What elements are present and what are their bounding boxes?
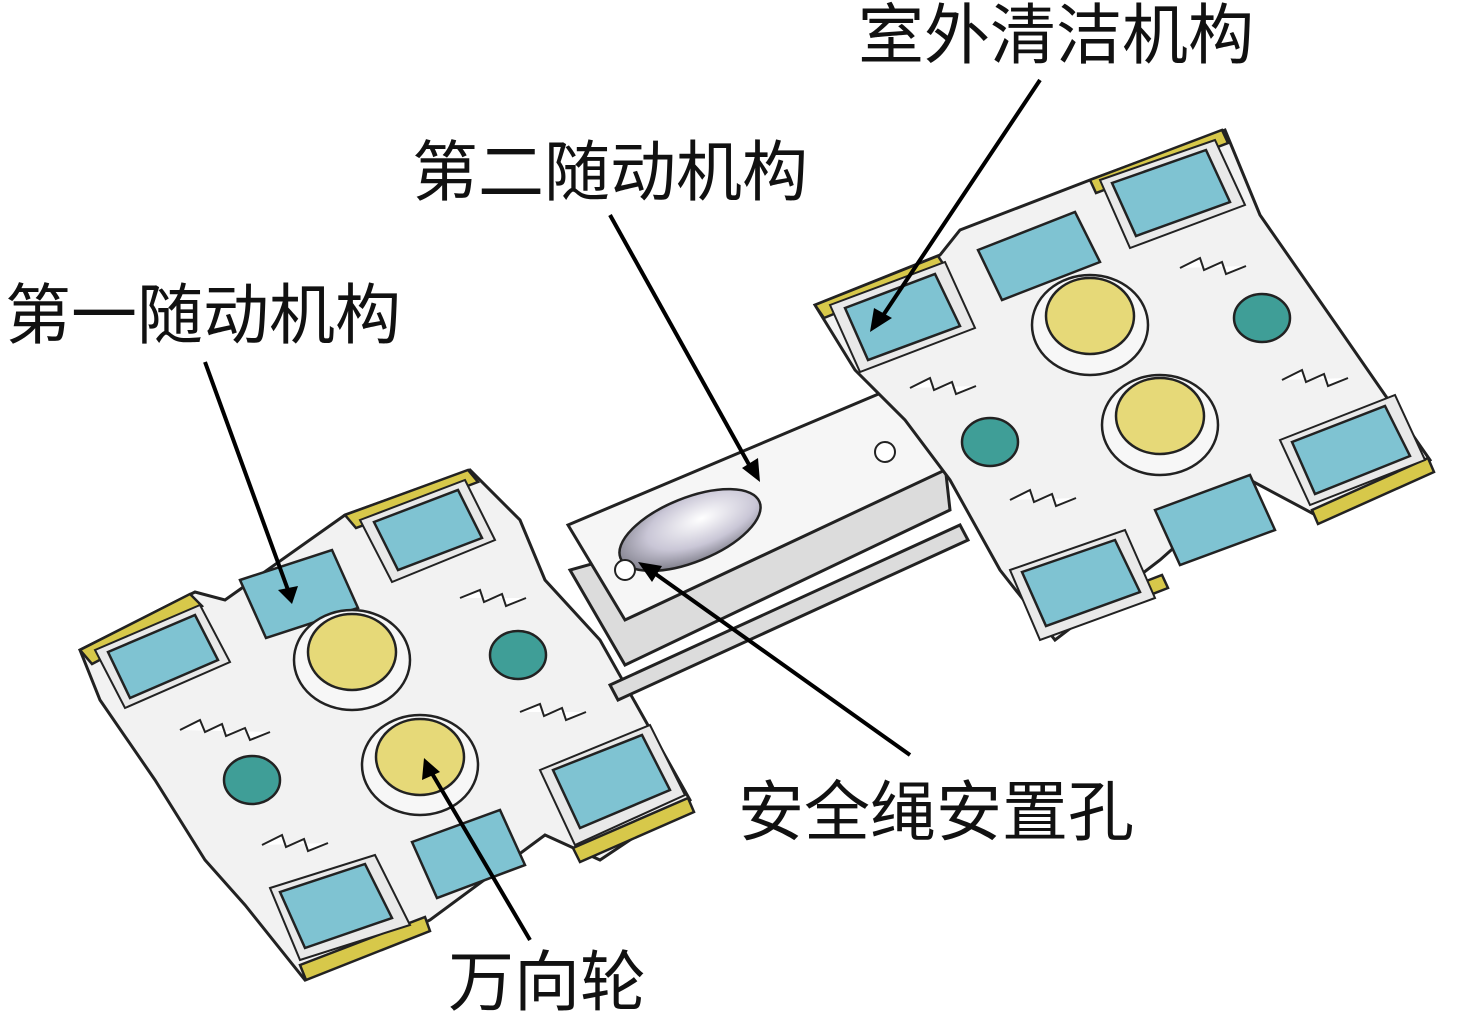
left-pad-3 — [372, 488, 484, 572]
left-pad-4 — [551, 733, 672, 830]
left-notch-4 — [519, 702, 587, 722]
right-edge-bar-3 — [1310, 456, 1436, 526]
left-notch-2 — [261, 833, 329, 853]
left-notch-3 — [459, 588, 527, 608]
box-screw-left-icon — [614, 559, 636, 581]
first-follower-module — [78, 468, 696, 982]
right-pad-3 — [1110, 148, 1232, 238]
outdoor-cleaning-module — [812, 128, 1436, 643]
callout-arrow-first-follower — [278, 586, 298, 604]
right-pad-5 — [1153, 473, 1277, 567]
label-second-follower: 第二随动机构 — [412, 134, 808, 211]
right-notch-2 — [1179, 256, 1247, 276]
left-notch-1 — [179, 718, 271, 742]
right-notch-1 — [909, 376, 977, 396]
callout-arrow-outdoor-cleaning — [870, 308, 892, 332]
rope-hole — [618, 487, 762, 573]
callout-line-rope-hole — [648, 568, 912, 757]
left-pad-5 — [410, 808, 527, 900]
right-pad-6 — [1020, 538, 1142, 628]
callout-arrow-second-follower — [742, 458, 760, 482]
labels: 室外清洁机构 第二随动机构 第一随动机构 安全绳安置孔 万向轮 — [5, 0, 1254, 1017]
right-notch-4 — [1281, 368, 1349, 388]
callout-line-outdoor-cleaning — [878, 78, 1042, 322]
callout-line-second-follower — [608, 214, 754, 471]
right-pad-2 — [976, 210, 1102, 302]
left-universal-wheel-1 — [306, 612, 398, 692]
callout-arrow-universal-wheel — [422, 758, 440, 780]
label-outdoor-cleaning: 室外清洁机构 — [858, 0, 1254, 74]
callout-arrow-rope-hole — [638, 562, 662, 582]
right-small-wheel-1 — [1232, 292, 1292, 344]
second-follower-box — [565, 388, 971, 702]
right-pad-4 — [1290, 404, 1412, 496]
left-pad-6 — [278, 862, 394, 950]
left-small-wheel-1 — [222, 754, 282, 806]
right-notch-3 — [1009, 488, 1077, 508]
right-universal-wheel-1 — [1044, 276, 1136, 356]
label-universal-wheel: 万向轮 — [448, 944, 646, 1017]
left-small-wheel-2 — [488, 629, 548, 681]
left-connecting-rod — [607, 523, 971, 702]
box-screw-right-icon — [874, 441, 896, 463]
callout-line-universal-wheel — [428, 768, 532, 942]
left-universal-wheel-2 — [374, 717, 466, 797]
callout-lines — [203, 78, 1042, 942]
label-rope-hole: 安全绳安置孔 — [738, 774, 1134, 851]
left-pad-1 — [106, 613, 220, 700]
label-first-follower: 第一随动机构 — [5, 277, 401, 354]
right-small-wheel-2 — [960, 416, 1020, 468]
left-edge-bar-3 — [571, 796, 696, 864]
right-universal-wheel-2 — [1114, 376, 1206, 456]
callout-line-first-follower — [203, 361, 290, 591]
